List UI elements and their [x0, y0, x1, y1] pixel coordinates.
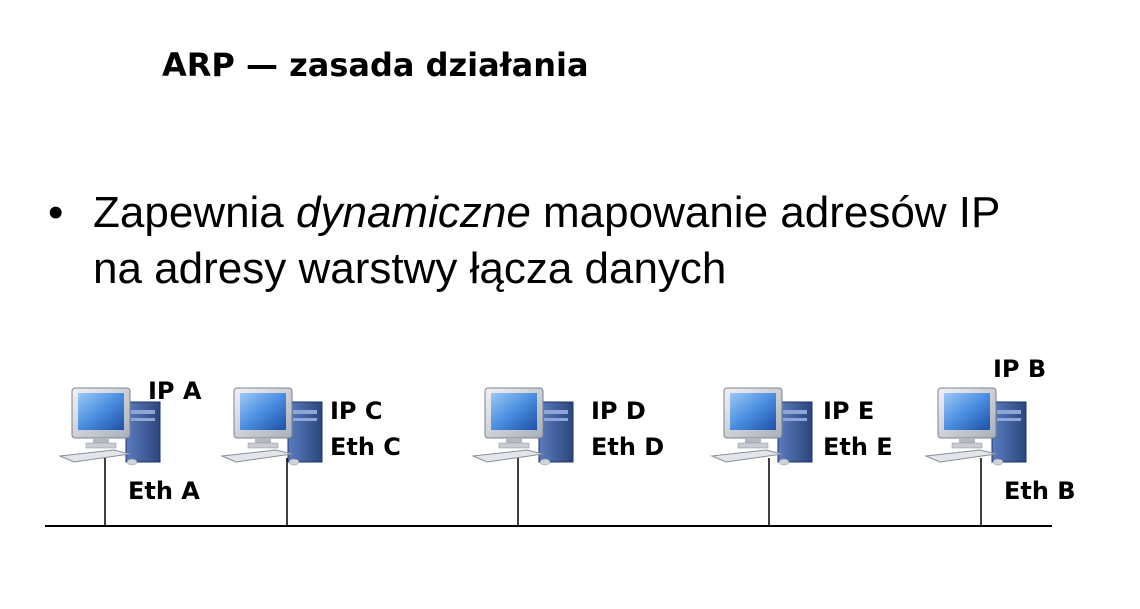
keyboard [710, 449, 783, 463]
keyboard [220, 449, 293, 463]
bullet-text-after: mapowanie adresów IP [530, 188, 1001, 237]
monitor-base [247, 442, 279, 449]
tower-drive [997, 418, 1021, 421]
bullet-marker: • [48, 188, 64, 237]
eth-label: Eth D [591, 433, 665, 461]
monitor-screen [730, 393, 776, 430]
computer-icon [58, 387, 161, 466]
mouse [539, 458, 551, 466]
ip-label: IP D [591, 397, 646, 425]
mouse [778, 458, 790, 466]
tower-drive [293, 418, 317, 421]
computer-icon [220, 387, 323, 466]
tower-drive [544, 418, 568, 421]
tower-drive [293, 410, 317, 414]
monitor-base [737, 442, 769, 449]
monitor-neck [255, 438, 271, 444]
bullet-text: Zapewnia dynamiczne mapowanie adresów IP… [93, 185, 1000, 297]
eth-label: Eth E [823, 433, 893, 461]
monitor-neck [745, 438, 761, 444]
ip-label: IP A [148, 377, 202, 405]
monitor-screen [944, 393, 990, 430]
monitor-base [951, 442, 983, 449]
monitor-screen [240, 393, 286, 430]
tower-drive [131, 410, 155, 414]
monitor-screen [491, 393, 537, 430]
computer-icon [471, 387, 574, 466]
eth-label: Eth B [1004, 477, 1076, 505]
slide-title: ARP — zasada działania [162, 46, 589, 84]
monitor-neck [93, 438, 109, 444]
bullet-line-1: Zapewnia dynamiczne mapowanie adresów IP [93, 185, 1000, 241]
mouse [288, 458, 300, 466]
tower-drive [997, 410, 1021, 414]
mouse [992, 458, 1004, 466]
eth-label: Eth C [330, 433, 401, 461]
monitor-screen [78, 393, 124, 430]
tower-drive [544, 410, 568, 414]
computers [58, 387, 1027, 466]
ip-label: IP C [330, 397, 383, 425]
ethernet-bus [45, 458, 1052, 527]
computer-icon [710, 387, 813, 466]
ip-label: IP B [993, 355, 1047, 383]
computer-icon [924, 387, 1027, 466]
keyboard [471, 449, 544, 463]
keyboard [58, 449, 131, 463]
monitor-neck [506, 438, 522, 444]
tower-drive [783, 410, 807, 414]
keyboard [924, 449, 997, 463]
tower-drive [131, 418, 155, 421]
monitor-base [85, 442, 117, 449]
bullet-emphasis: dynamiczne [296, 188, 531, 237]
eth-label: Eth A [128, 477, 200, 505]
bullet-text-before: Zapewnia [93, 188, 297, 237]
ip-label: IP E [823, 397, 875, 425]
bullet-line-2: na adresy warstwy łącza danych [93, 244, 727, 293]
monitor-base [498, 442, 530, 449]
mouse [126, 458, 138, 466]
tower-drive [783, 418, 807, 421]
monitor-neck [959, 438, 975, 444]
